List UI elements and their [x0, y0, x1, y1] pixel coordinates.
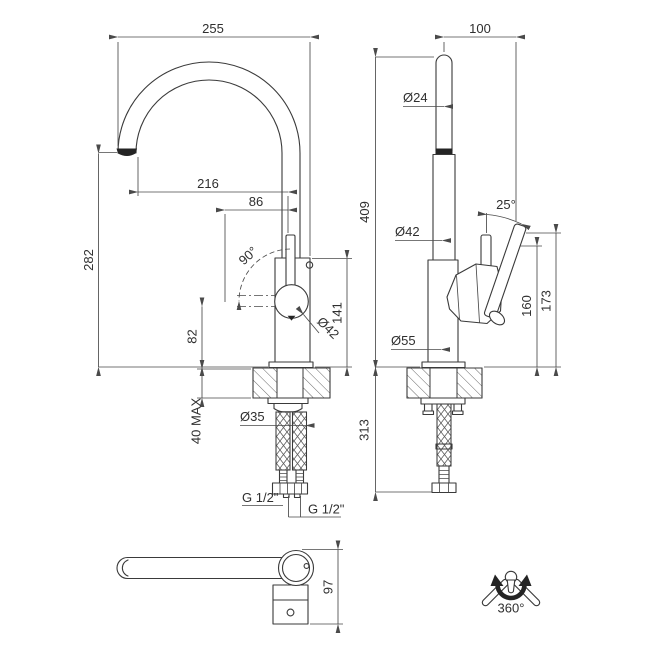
- mount-plate-side: [420, 397, 466, 405]
- dim-282-label: 282: [81, 249, 96, 271]
- side-view: 100 Ø24 409 25° Ø42 Ø55 160 173 313: [357, 21, 561, 502]
- outlet-marker: [287, 315, 296, 321]
- riser-tube: [432, 153, 456, 261]
- spout-tube-side: [435, 54, 453, 152]
- spout-outlet-side: [435, 148, 453, 154]
- hose-side-joint: [435, 443, 453, 450]
- dim-dia55-label: Ø55: [391, 333, 416, 348]
- hose-nut-facets: [279, 483, 302, 494]
- front-extension-lines: [98, 42, 352, 518]
- front-view: 255 216 86 282 90° 82 Ø42 141 40 MAX Ø35…: [81, 21, 352, 518]
- dim-313-label: 313: [357, 419, 372, 441]
- leader-dia42-front: [295, 305, 320, 334]
- spout-top-inner-cap: [121, 559, 129, 577]
- dim-dia42-side-label: Ø42: [395, 224, 420, 239]
- dim-173-label: 173: [539, 290, 554, 312]
- hose-side-nut-facets: [439, 483, 449, 493]
- base-flange-side: [421, 361, 466, 369]
- hose-left-braid: [275, 411, 291, 471]
- dim-97-label: 97: [321, 580, 336, 594]
- dim-409-label: 409: [357, 201, 372, 223]
- spout-arch: [117, 61, 301, 259]
- hose-right-braid: [291, 411, 308, 471]
- thread-right-label: G 1/2": [308, 502, 345, 517]
- set-screw: [303, 563, 310, 569]
- mount-bolt-left-head: [422, 410, 435, 416]
- dim-dia35-label: Ø35: [240, 409, 265, 424]
- swivel-spout-centerlines: [237, 295, 276, 307]
- counter-side-hatch-left: [406, 367, 431, 399]
- counter-hatch-right: [302, 367, 331, 399]
- thread-stub-left: [282, 493, 290, 499]
- handle-mount-facets: [456, 263, 480, 323]
- dim-160-label: 160: [519, 295, 534, 317]
- hose-end-nut: [271, 482, 309, 495]
- dim-dia24-label: Ø24: [403, 90, 428, 105]
- mount-bolt-right: [453, 403, 463, 412]
- dim-90deg-label: 90°: [236, 244, 261, 268]
- swivel-nozzle: [506, 579, 516, 594]
- washer: [267, 397, 309, 405]
- hose-side-braid: [436, 403, 452, 467]
- rotation-icon: 360°: [481, 570, 541, 616]
- fitting-ribs: [279, 473, 304, 481]
- mounting-nut: [273, 402, 303, 413]
- hose-side-nut: [431, 482, 457, 494]
- body-top-inner: [281, 553, 311, 583]
- dim-255-label: 255: [202, 21, 224, 36]
- mount-bolt-right-head: [451, 410, 464, 416]
- side-extension-lines: [375, 42, 561, 493]
- handle-top-hole: [286, 608, 295, 617]
- dim-86-label: 86: [249, 194, 263, 209]
- swivel-arrow-arc: [495, 584, 527, 601]
- base-flange: [268, 361, 314, 369]
- handle-knob: [488, 310, 506, 326]
- top-extension-lines: [302, 549, 343, 625]
- top-view: 97: [116, 540, 343, 634]
- dim-100-label: 100: [469, 21, 491, 36]
- swivel-arrowhead-left: [490, 574, 504, 586]
- mount-bolt-left: [423, 403, 433, 412]
- ball-joint: [274, 284, 309, 319]
- counter-hatch-left: [252, 367, 278, 399]
- handle-lever: [285, 234, 296, 289]
- swivel-arc-90: [236, 248, 291, 311]
- rotation-360-label: 360°: [498, 601, 525, 616]
- dim-216-label: 216: [197, 176, 219, 191]
- thread-stub-right: [293, 493, 301, 499]
- body-top-outer: [277, 549, 315, 587]
- counter-side-hatch-right: [456, 367, 483, 399]
- dim-141-label: 141: [330, 302, 345, 324]
- hose-side-fitting-ribs: [439, 470, 449, 479]
- dim-25deg-label: 25°: [496, 197, 516, 212]
- spout-top: [116, 556, 306, 580]
- spout-outlet: [116, 148, 137, 156]
- handle-top: [272, 584, 309, 625]
- handle-angle-arc: [477, 211, 531, 231]
- dim-82-label: 82: [185, 329, 200, 343]
- swivel-arrowhead-right: [518, 574, 532, 586]
- thread-left-label: G 1/2": [242, 490, 279, 505]
- hose-left-fitting: [278, 469, 288, 484]
- hose-right-fitting: [295, 469, 305, 484]
- dim-40max-label: 40 MAX: [189, 398, 204, 445]
